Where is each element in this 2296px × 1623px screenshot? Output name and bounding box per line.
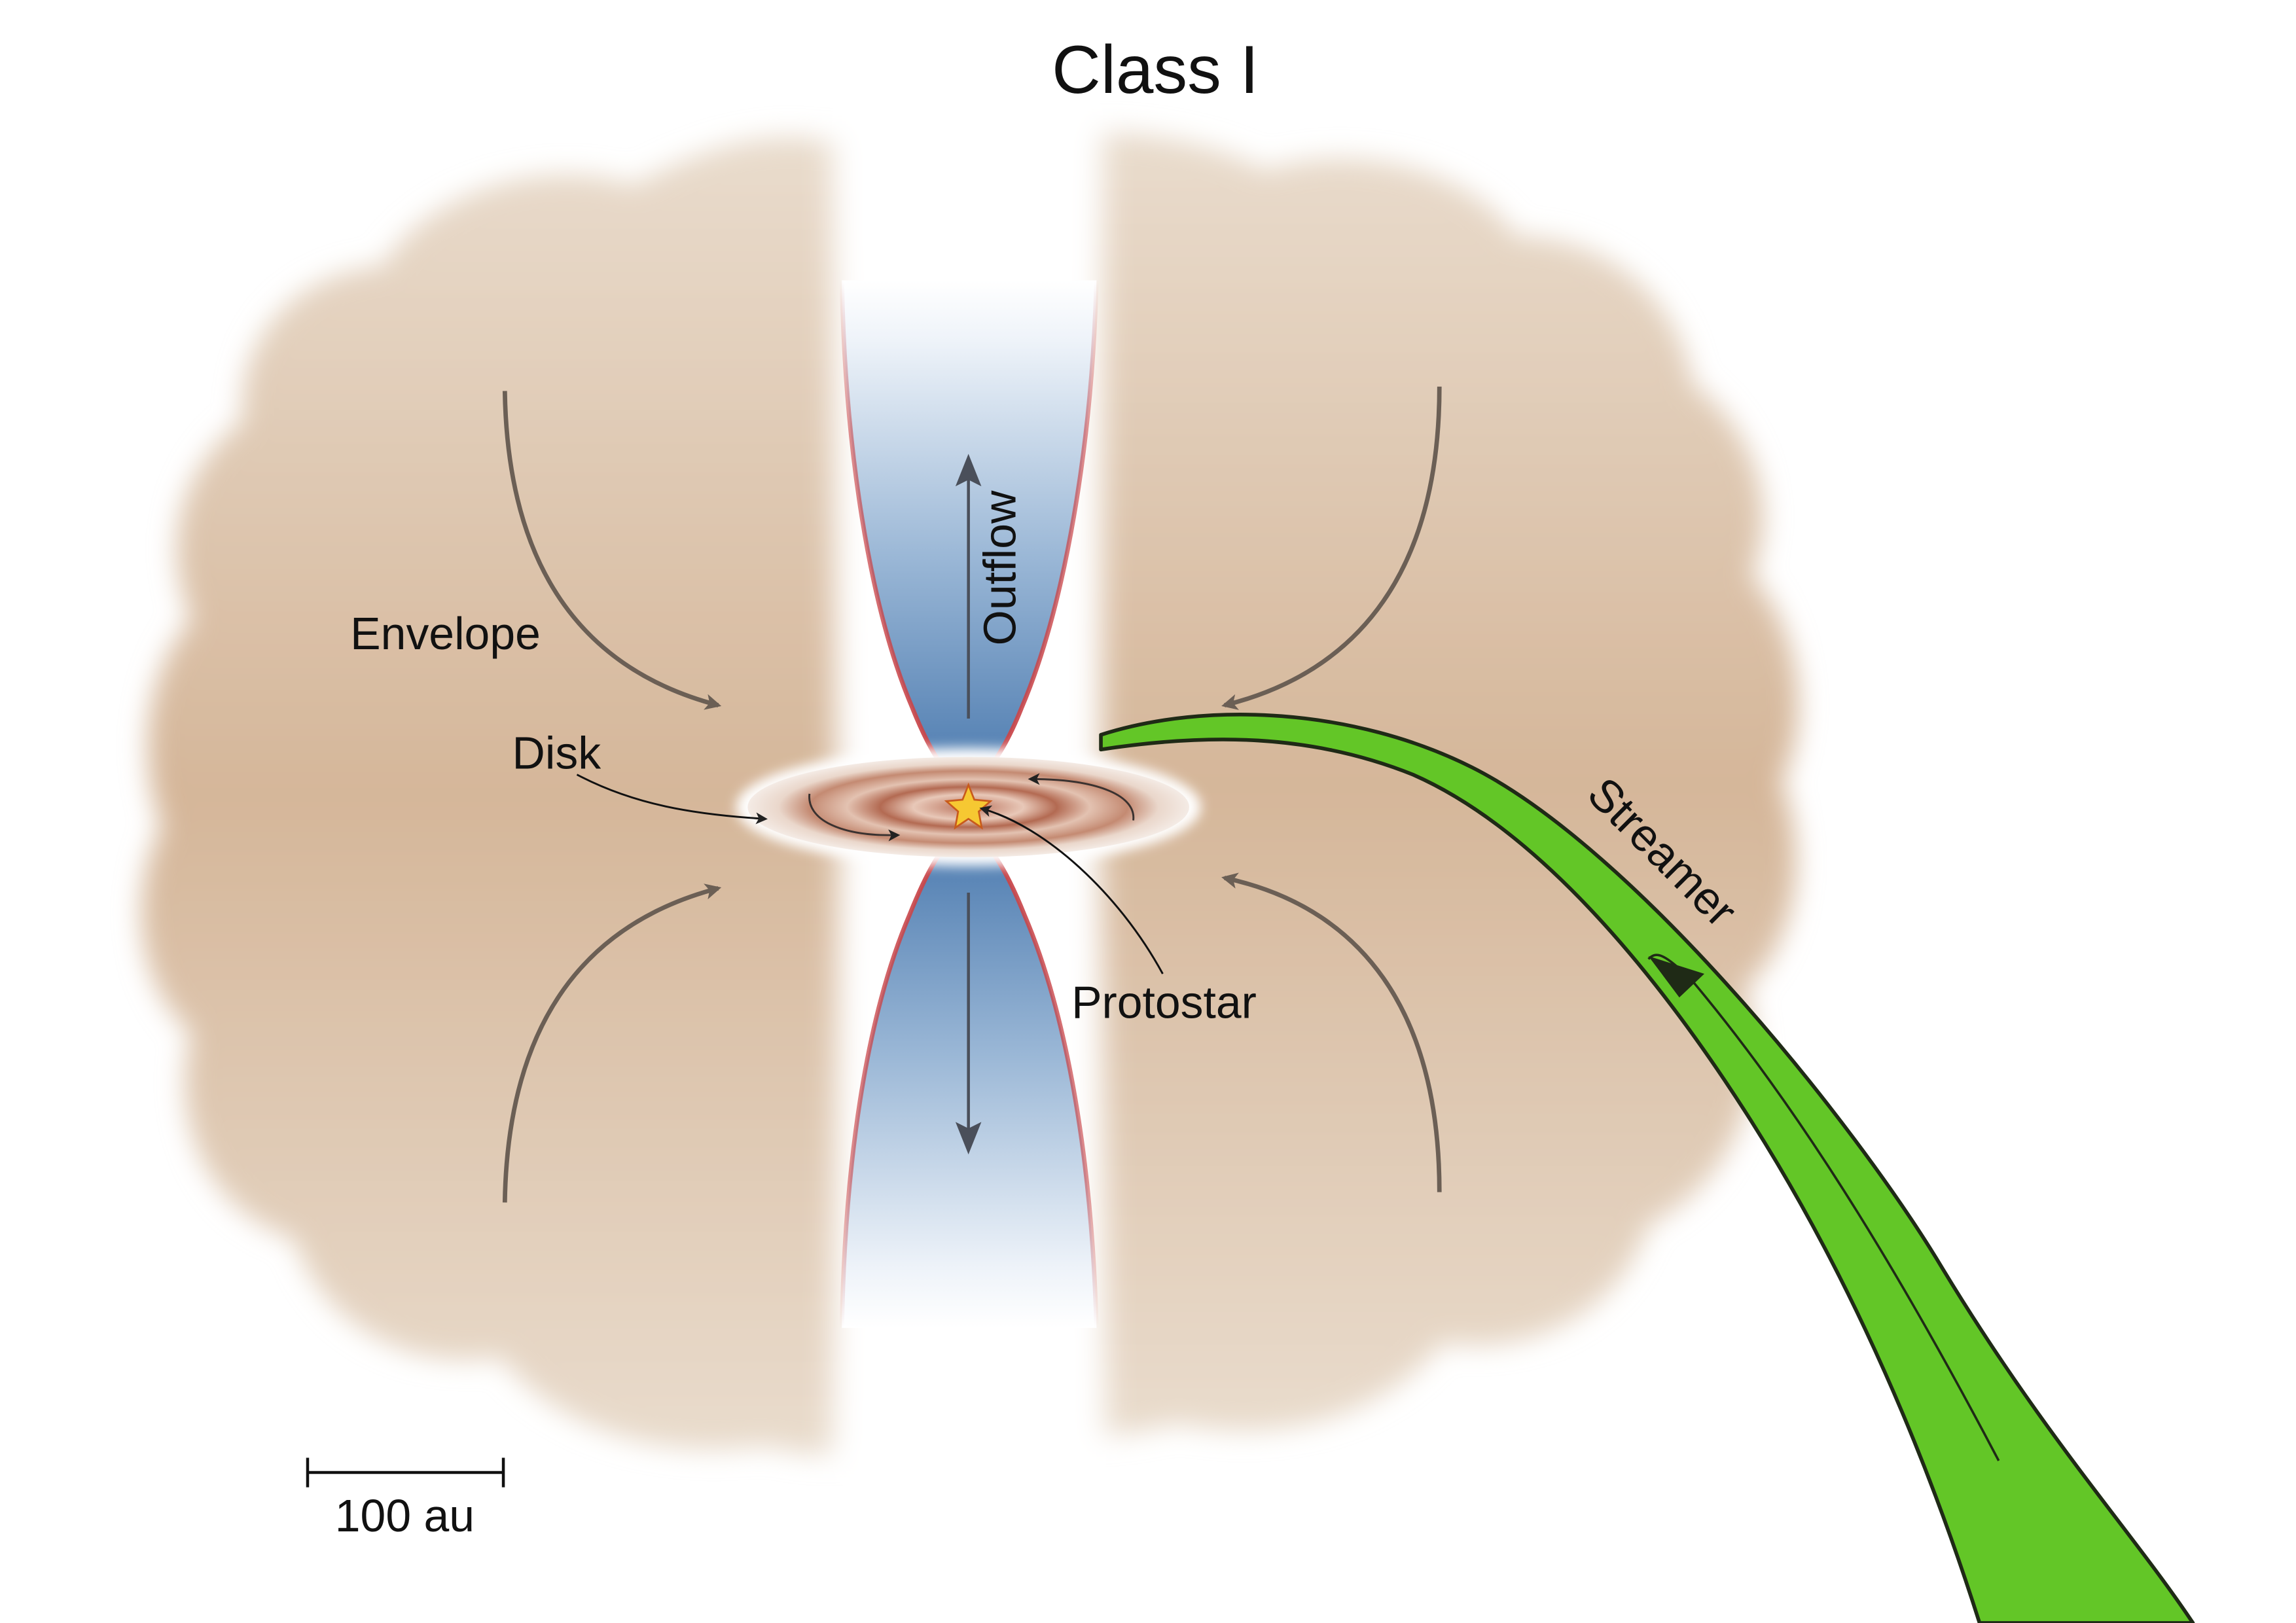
infall-arrow-upper-right [1221,386,1442,710]
infall-arrow-upper-left [502,391,722,710]
scale-bar-label: 100 au [335,1490,475,1541]
protostar-label: Protostar [1071,977,1257,1028]
envelope-label: Envelope [350,608,541,659]
scale-bar: 100 au [306,1457,505,1541]
outflow-label: Outflow [975,490,1026,646]
infall-arrow-lower-left [502,883,722,1203]
disk-label: Disk [512,728,601,779]
disk-leader-line [576,774,768,825]
envelope-cloud [141,132,1799,1455]
protostar-star-icon [944,782,993,830]
protostar-leader-line [979,805,1164,974]
infall-arrow-lower-right [1221,872,1442,1192]
diagram-title: Class I [1052,31,1259,107]
